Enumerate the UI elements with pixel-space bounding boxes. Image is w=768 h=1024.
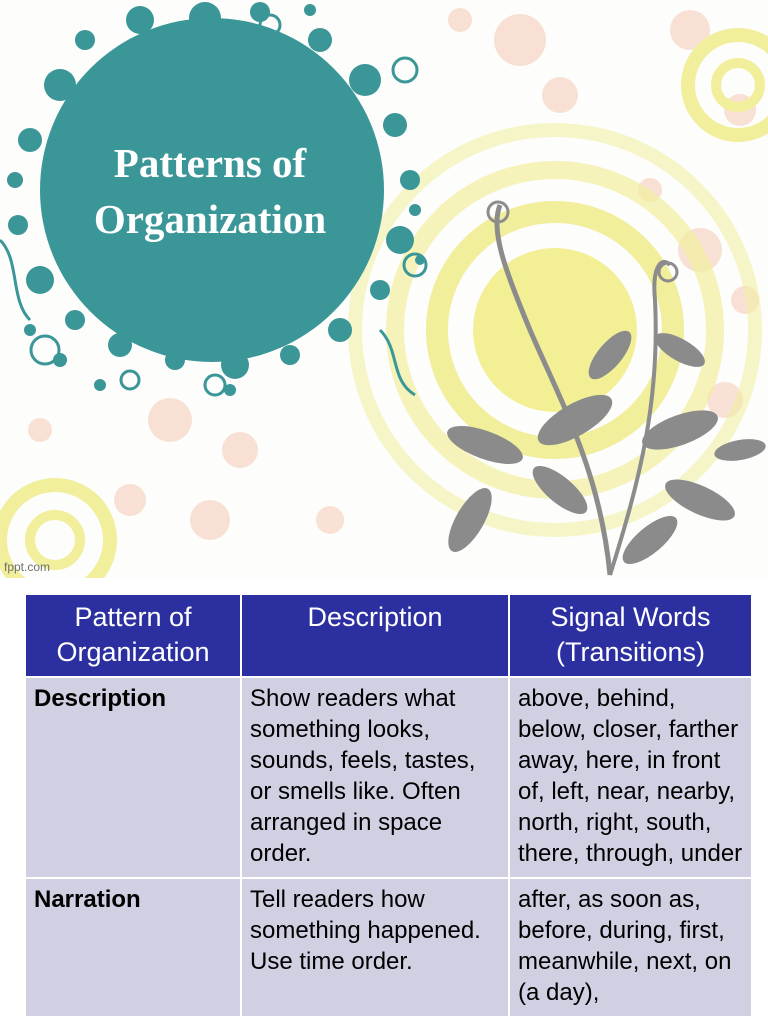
description-cell: Tell readers how something happened. Use… <box>240 877 510 1018</box>
watermark: fppt.com <box>4 560 51 574</box>
pattern-cell: Narration <box>24 877 242 1018</box>
slide-title-line-2: Organization <box>93 196 327 242</box>
signal-words-cell: above, behind, below, closer, farther aw… <box>508 676 753 879</box>
decorative-background <box>0 2 768 578</box>
slide-title: Patterns of Organization <box>40 135 380 247</box>
table-row: Description Show readers what something … <box>24 676 753 879</box>
title-slide: Patterns of Organization fppt.com <box>0 0 768 578</box>
vine-decoration <box>447 200 766 576</box>
title-circle <box>40 18 384 362</box>
slide-title-line-1: Patterns of <box>113 140 307 186</box>
table-page: Pattern of Organization Description Sign… <box>0 578 768 1024</box>
table-header-row: Pattern of Organization Description Sign… <box>24 593 753 678</box>
pattern-cell: Description <box>24 676 242 879</box>
description-cell: Show readers what something looks, sound… <box>240 676 510 879</box>
table-row: Narration Tell readers how something hap… <box>24 877 753 1018</box>
signal-words-cell: after, as soon as, before, during, first… <box>508 877 753 1018</box>
organization-table: Pattern of Organization Description Sign… <box>24 593 753 1018</box>
header-description: Description <box>240 593 510 678</box>
teal-scrolls <box>0 13 428 397</box>
header-pattern: Pattern of Organization <box>24 593 242 678</box>
header-signal-words: Signal Words (Transitions) <box>508 593 753 678</box>
